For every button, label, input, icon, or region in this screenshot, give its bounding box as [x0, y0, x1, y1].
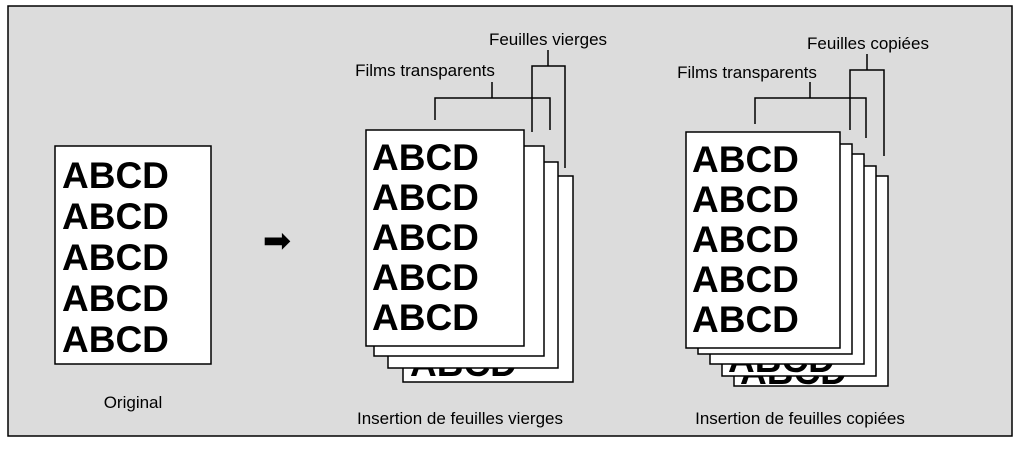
page-text: ABCD: [62, 278, 169, 319]
page-text: ABCD: [62, 237, 169, 278]
blank-caption: Insertion de feuilles vierges: [357, 409, 563, 428]
blank-brackets: [434, 50, 566, 168]
front-page: [685, 131, 841, 349]
page-text: ABCD: [692, 139, 799, 180]
copied-film-label: Films transparents: [677, 63, 817, 82]
blank-sheet-stack: ABCD ABCD ABCD ABCD ABCD ABCD ABCD ABCD …: [365, 129, 574, 384]
page-text: ABCD: [692, 259, 799, 300]
page-text: ABCD: [62, 155, 169, 196]
original-label: Original: [104, 393, 163, 412]
front-page: [365, 129, 525, 347]
original-page: ABCD ABCD ABCD ABCD ABCD: [54, 145, 212, 365]
blank-sheets-label: Feuilles vierges: [489, 30, 607, 49]
page-text: ABCD: [372, 297, 479, 338]
copied-caption: Insertion de feuilles copiées: [695, 409, 905, 428]
blank-film-label: Films transparents: [355, 61, 495, 80]
right-arrow-icon: ➡: [263, 222, 292, 260]
page-text: ABCD: [692, 219, 799, 260]
page-text: ABCD: [372, 257, 479, 298]
page-text: ABCD: [692, 299, 799, 340]
copied-sheets-label: Feuilles copiées: [807, 34, 929, 53]
page-text: ABCD: [692, 179, 799, 220]
page-text: ABCD: [62, 196, 169, 237]
copied-sheet-stack: ABCD ABCD ABCD ABCD ABCD ABCD ABCD ABCD …: [685, 131, 889, 392]
page-text: ABCD: [372, 217, 479, 258]
page-text: ABCD: [62, 319, 169, 360]
page-text: ABCD: [372, 177, 479, 218]
copied-brackets: [754, 54, 885, 156]
page-text: ABCD: [372, 137, 479, 178]
